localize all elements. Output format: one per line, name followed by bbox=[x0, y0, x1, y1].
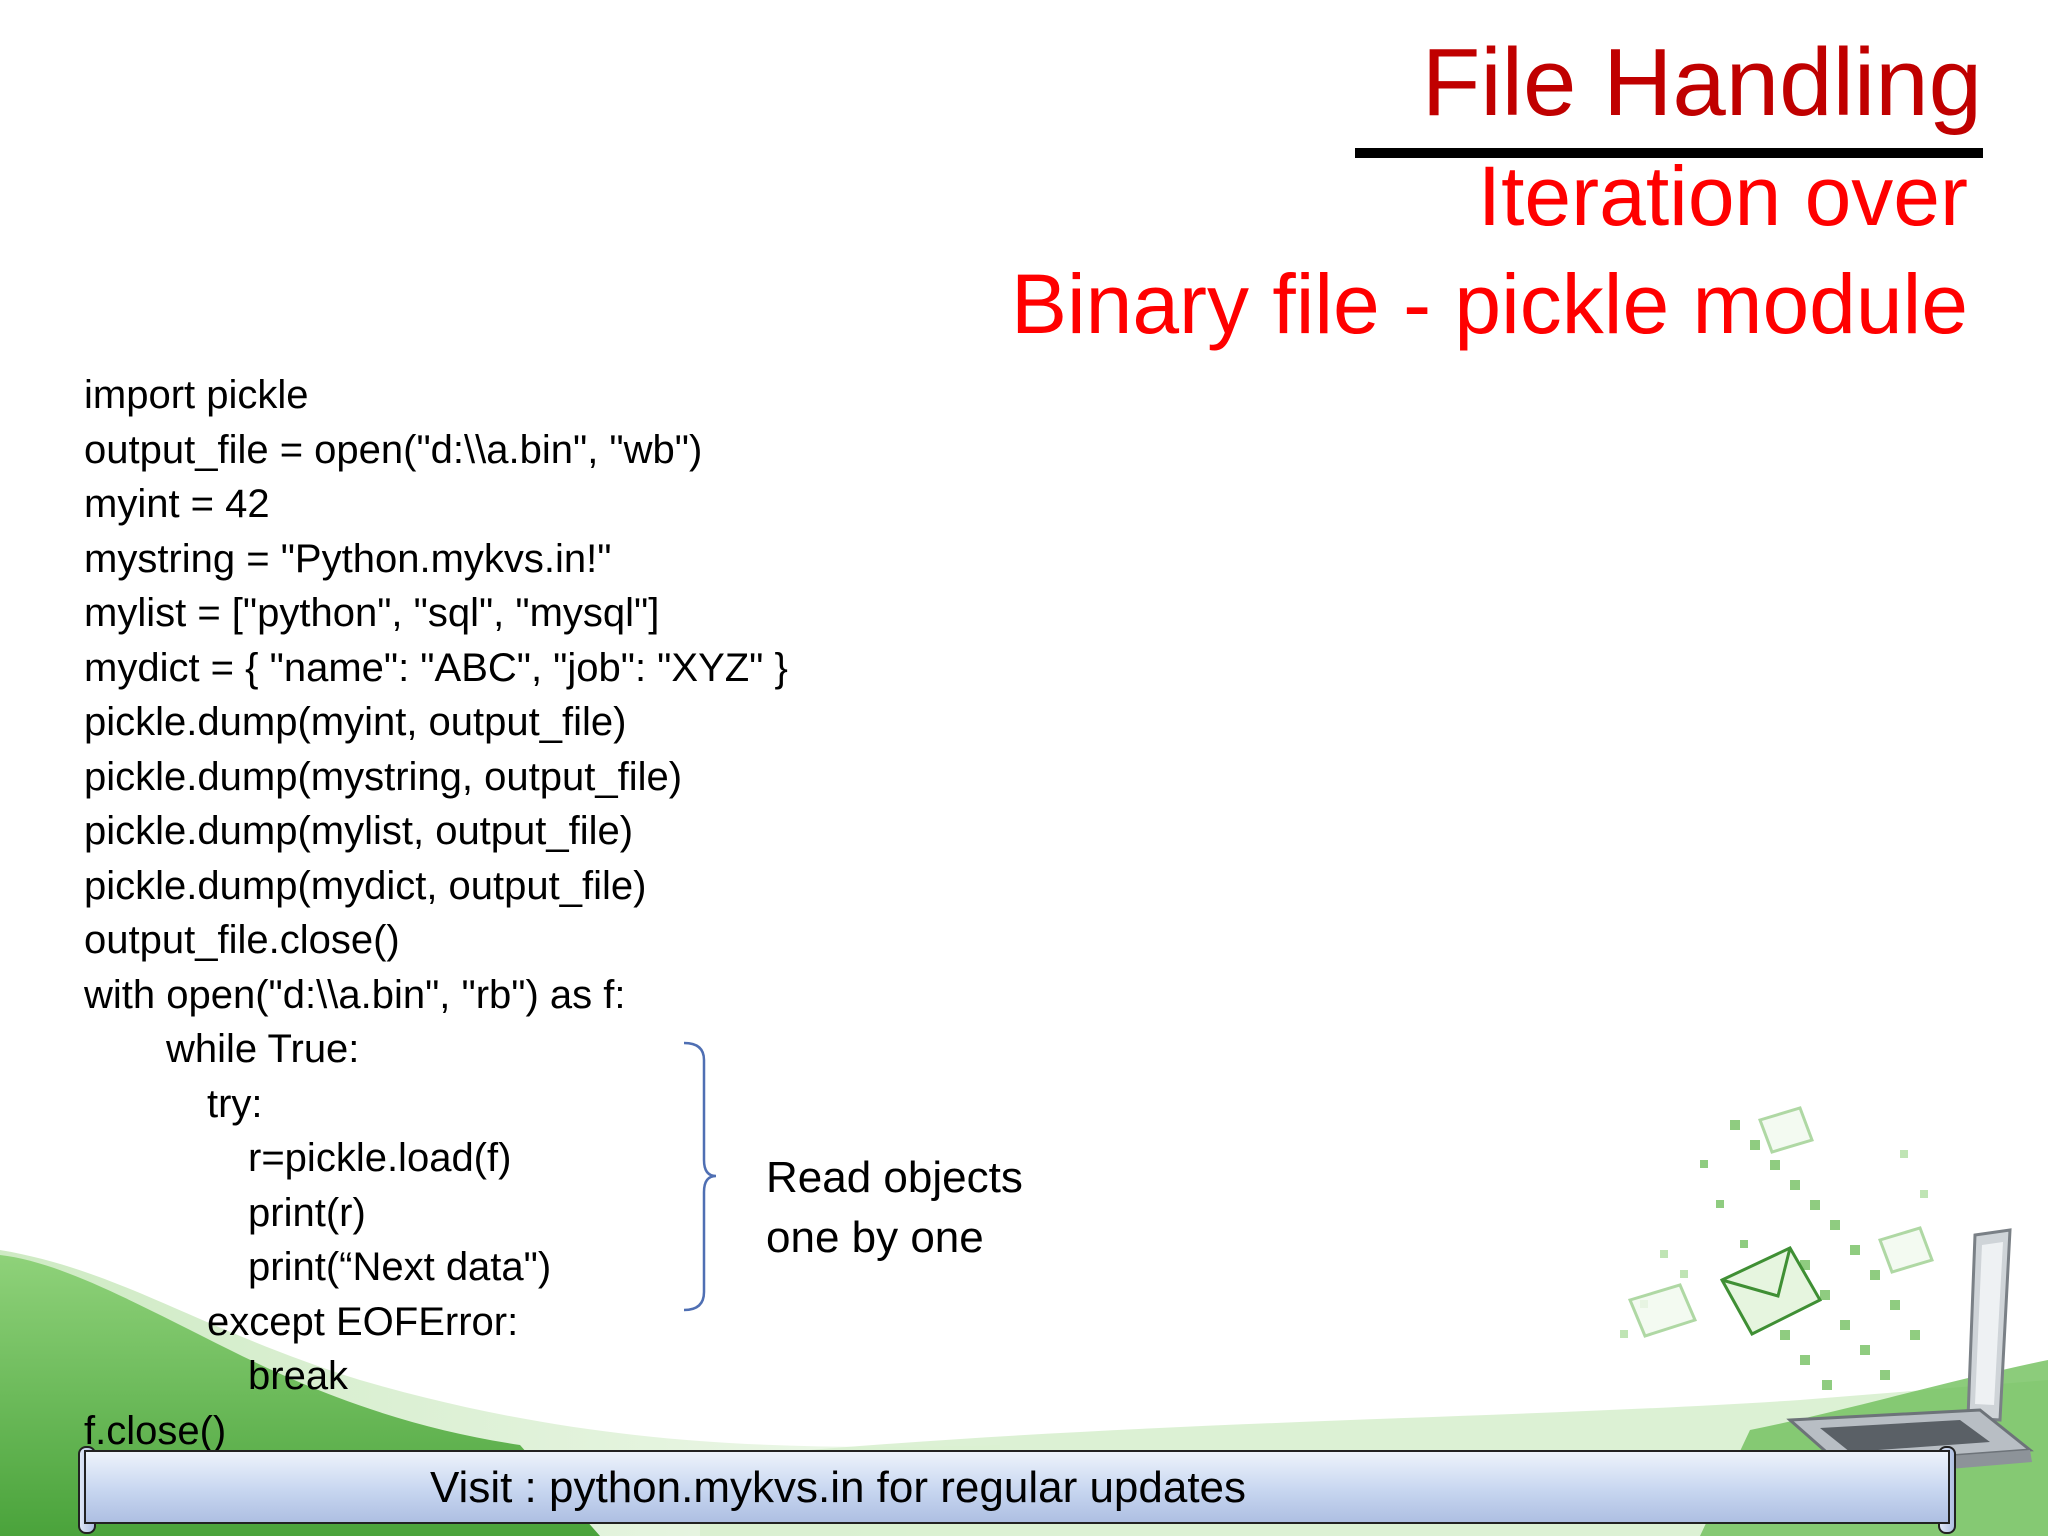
code-line: pickle.dump(mystring, output_file) bbox=[84, 754, 683, 799]
code-line: output_file.close() bbox=[84, 918, 400, 962]
code-line: r=pickle.load(f) bbox=[248, 1136, 512, 1180]
code-block: import pickle output_file = open("d:\\a.… bbox=[84, 368, 788, 1458]
code-line: mydict = { "name": "ABC", "job": "XYZ" } bbox=[84, 645, 788, 690]
code-line: print(“Next data") bbox=[248, 1245, 552, 1289]
code-line: print(r) bbox=[248, 1190, 366, 1235]
code-line: pickle.dump(mydict, output_file) bbox=[84, 863, 647, 908]
subtitle-line: Binary file - pickle module bbox=[1010, 257, 1968, 351]
code-line: myint = 42 bbox=[84, 482, 270, 526]
code-line: except EOFError: bbox=[207, 1299, 519, 1344]
code-line: output_file = open("d:\\a.bin", "wb") bbox=[84, 427, 703, 472]
code-line: try: bbox=[207, 1081, 263, 1126]
code-line: mylist = ["python", "sql", "mysql"] bbox=[84, 591, 660, 635]
code-line: import pickle bbox=[84, 373, 309, 417]
brace-annotation: Read objects one by one bbox=[766, 1148, 1023, 1268]
code-line: pickle.dump(mylist, output_file) bbox=[84, 809, 634, 853]
subtitle-line: Iteration over bbox=[1477, 149, 1968, 243]
footer-banner: Visit : python.mykvs.in for regular upda… bbox=[84, 1450, 1950, 1524]
code-line: with open("d:\\a.bin", "rb") as f: bbox=[84, 972, 626, 1017]
footer-text: Visit : python.mykvs.in for regular upda… bbox=[430, 1463, 1247, 1512]
envelope-icon bbox=[1719, 1246, 1823, 1336]
title-underline bbox=[1355, 148, 1983, 158]
code-line: while True: bbox=[166, 1027, 360, 1071]
slide-title: File Handling bbox=[1421, 29, 1982, 136]
code-line: pickle.dump(myint, output_file) bbox=[84, 700, 627, 744]
annotation-line: one by one bbox=[766, 1213, 984, 1262]
code-line: f.close() bbox=[84, 1408, 227, 1453]
annotation-line: Read objects bbox=[766, 1153, 1023, 1202]
code-line: break bbox=[248, 1354, 349, 1398]
laptop-icon bbox=[1786, 1228, 2034, 1478]
curly-brace bbox=[683, 1041, 717, 1312]
slide-subtitle: Iteration over Binary file - pickle modu… bbox=[1011, 142, 1968, 358]
code-line: mystring = "Python.mykvs.in!" bbox=[84, 536, 612, 581]
